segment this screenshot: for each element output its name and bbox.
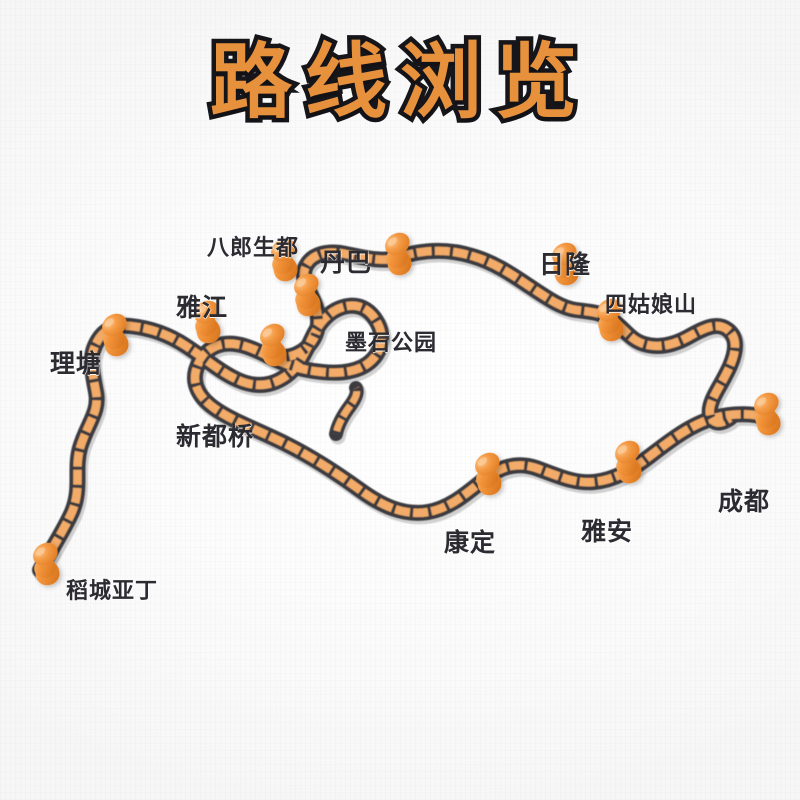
pin-highlight <box>599 303 610 312</box>
map-pin-layer <box>25 226 791 588</box>
page-title: 路线浏览 <box>205 35 590 130</box>
map-label-moshigongyuan[interactable]: 墨石公园 <box>345 331 438 356</box>
map-pin-rilong[interactable] <box>544 236 589 288</box>
map-pin-balangshengdu[interactable] <box>263 232 308 284</box>
map-pin-danba[interactable] <box>377 226 422 278</box>
map-label-xinduqiao[interactable]: 新都桥 <box>176 422 255 451</box>
pin-highlight <box>387 237 398 246</box>
map-label-danba[interactable]: 丹巴 <box>320 248 373 277</box>
map-pin-yajiang[interactable] <box>186 294 231 346</box>
map-pin-sigunianshan[interactable] <box>589 292 634 344</box>
map-label-rilong[interactable]: 日隆 <box>539 250 592 279</box>
pin-highlight <box>196 305 207 314</box>
pin-highlight <box>273 243 284 252</box>
map-pin-litang[interactable] <box>94 307 139 359</box>
map-label-yajiang[interactable]: 雅江 <box>176 293 229 322</box>
pin-highlight <box>756 397 767 406</box>
map-label-kangding[interactable]: 康定 <box>444 528 497 557</box>
map-pin-kangding[interactable] <box>467 446 512 498</box>
map-label-chengdu[interactable]: 成都 <box>718 487 771 516</box>
map-pin-yaan[interactable] <box>607 434 652 486</box>
map-pin-xinduqiao[interactable] <box>252 317 297 369</box>
map-label-balangshengdu[interactable]: 八郎生都 <box>207 236 300 261</box>
pin-highlight <box>262 328 273 337</box>
map-pin-daochengyading[interactable] <box>25 536 70 588</box>
map-label-yaan[interactable]: 雅安 <box>581 517 634 546</box>
map-label-litang[interactable]: 理塘 <box>50 349 103 378</box>
map-pin-chengdu[interactable] <box>746 386 791 438</box>
pin-highlight <box>477 457 488 466</box>
map-label-daochengyading[interactable]: 稻城亚丁 <box>66 579 159 604</box>
map-pin-moshigongyuan[interactable] <box>286 267 331 319</box>
pin-highlight <box>104 318 115 327</box>
pin-highlight <box>617 445 628 454</box>
pin-highlight <box>296 278 307 287</box>
map-label-sigunianshan[interactable]: 四姑娘山 <box>605 293 698 318</box>
page-title-container: 路线浏览 <box>0 35 800 130</box>
pin-highlight <box>35 547 46 556</box>
pin-highlight <box>554 247 565 256</box>
